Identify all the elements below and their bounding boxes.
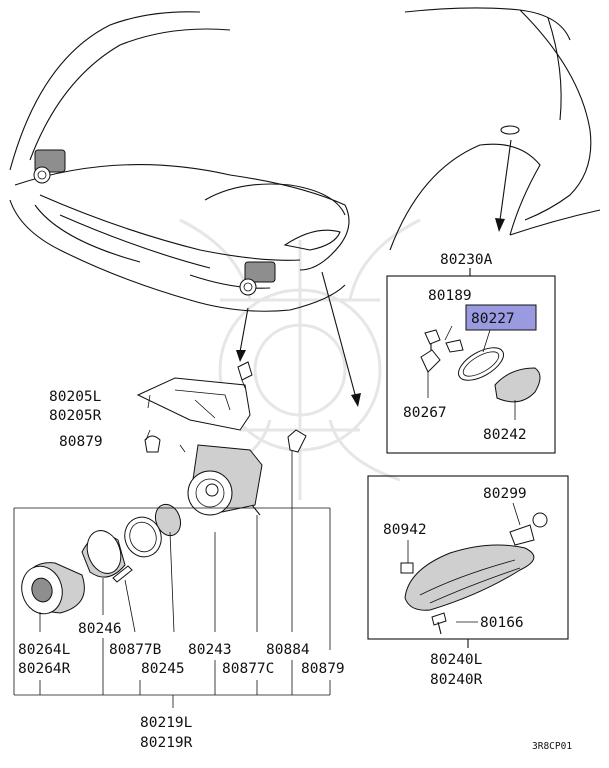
- fog-lamp-right-on-car: [239, 261, 276, 296]
- part-label[interactable]: 80205R: [49, 408, 102, 424]
- part-label[interactable]: 80879: [301, 661, 345, 677]
- part-label[interactable]: 80267: [403, 405, 447, 421]
- part-label[interactable]: 80877B: [109, 642, 162, 658]
- part-label[interactable]: 80189: [428, 288, 472, 304]
- part-label[interactable]: 80240L: [430, 652, 483, 668]
- part-label[interactable]: 80884: [266, 642, 310, 658]
- part-label[interactable]: 80246: [78, 621, 122, 637]
- fog-lamp-left-on-car: [33, 149, 66, 184]
- side-marker-group: [386, 268, 556, 454]
- part-label[interactable]: 80245: [141, 661, 185, 677]
- part-label-highlighted[interactable]: 80227: [471, 311, 515, 327]
- part-label[interactable]: 80879: [59, 434, 103, 450]
- part-label[interactable]: 80230A: [440, 252, 493, 268]
- part-label[interactable]: 80877C: [222, 661, 274, 677]
- part-label[interactable]: 80243: [188, 642, 232, 658]
- part-label[interactable]: 80205L: [49, 389, 102, 405]
- car-body-outline: [9, 7, 601, 312]
- side-turn-lamp-group: [367, 475, 569, 648]
- part-label[interactable]: 80264L: [18, 642, 71, 658]
- part-label[interactable]: 80240R: [430, 672, 483, 688]
- fog-lamp-assembly: [13, 361, 331, 708]
- part-label[interactable]: 80219R: [140, 735, 193, 751]
- highlight-box: [465, 304, 537, 331]
- pointer-arrows: [236, 139, 512, 407]
- part-label[interactable]: 80166: [480, 615, 524, 631]
- part-label[interactable]: 80942: [383, 522, 427, 538]
- diagram-code: 3R8CP01: [532, 741, 572, 752]
- part-label[interactable]: 80264R: [18, 661, 71, 677]
- part-label[interactable]: 80242: [483, 427, 527, 443]
- part-label[interactable]: 80299: [483, 486, 527, 502]
- part-label[interactable]: 80219L: [140, 715, 193, 731]
- part-labels: 80230A 80189 80227 80267 80242 80205L 80…: [18, 252, 527, 751]
